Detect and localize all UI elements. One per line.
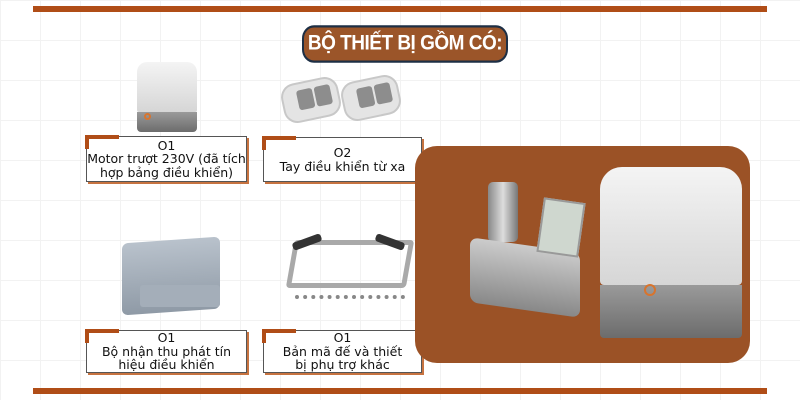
- top-divider: [33, 6, 767, 12]
- item-card-plate: O1 Bản mã đế và thiết bị phụ trợ khác: [262, 329, 422, 373]
- item-name: Tay điều khiển từ xa: [279, 158, 406, 174]
- item-card-remote: O2 Tay điều khiển từ xa: [262, 136, 422, 182]
- page-title: BỘ THIẾT BỊ GỒM CÓ:: [302, 25, 508, 63]
- item-qty: O1: [157, 330, 176, 346]
- item-qty: O2: [333, 145, 352, 160]
- item-qty: O1: [157, 137, 176, 153]
- item-card-motor: O1 Motor trượt 230V (đã tích hợp bảng đi…: [85, 135, 247, 182]
- item-name: Bộ nhận thu phát tín hiệu điều khiển: [101, 343, 231, 373]
- item-qty: O1: [333, 330, 352, 346]
- item-name: Motor trượt 230V (đã tích hợp bảng điều …: [87, 151, 246, 180]
- item-name: Bản mã đế và thiết bị phụ trợ khác: [282, 343, 403, 373]
- bottom-divider: [33, 388, 767, 394]
- item-card-receiver: O1 Bộ nhận thu phát tín hiệu điều khiển: [85, 329, 247, 373]
